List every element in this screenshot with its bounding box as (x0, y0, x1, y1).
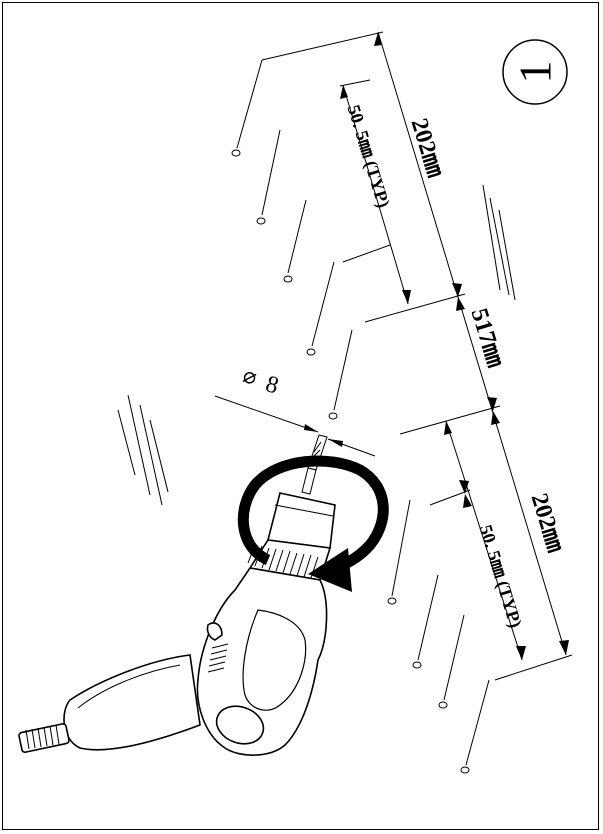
hole-marker (412, 661, 422, 669)
wall-hatch (117, 184, 516, 506)
diameter-value: 8 (263, 371, 282, 399)
hole-marker (438, 701, 448, 709)
dimension-lines (261, 31, 573, 681)
hole-marker (283, 275, 293, 283)
hole-marker (256, 217, 266, 225)
hole-marker (387, 597, 397, 605)
hole-marker (231, 149, 241, 157)
dim-middle: 517㎜ (465, 305, 507, 370)
drill-icon (18, 492, 336, 756)
rotation-arrow-icon (237, 455, 389, 592)
dim-top-total: 202㎜ (405, 115, 447, 180)
step-number: 1 (510, 61, 561, 84)
hole-marker (306, 348, 316, 356)
diameter-dimension (214, 395, 376, 457)
dim-bottom-typ: 50. 5㎜ (TYP) (475, 522, 526, 630)
dim-bottom-total: 202㎜ (525, 490, 567, 555)
diameter-symbol: ⌀ (240, 362, 260, 390)
dim-top-typ: 50. 5㎜ (TYP) (343, 102, 394, 210)
hole-markers (231, 59, 490, 774)
hole-marker (328, 412, 338, 420)
step-badge: 1 (502, 39, 568, 105)
hole-marker (460, 766, 470, 774)
